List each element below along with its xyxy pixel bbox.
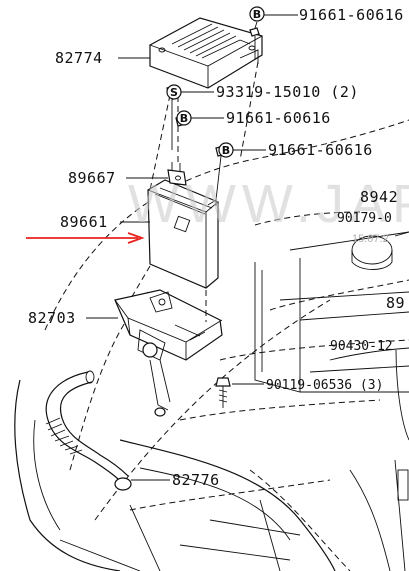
callout-s-letter: S <box>170 86 178 99</box>
label-90179: 90179-0 <box>337 211 392 226</box>
label-82776: 82776 <box>172 471 220 489</box>
leader-lines <box>86 14 298 481</box>
label-82774: 82774 <box>55 49 103 67</box>
callout-b-2-letter: B <box>180 112 188 125</box>
callout-b-2: B <box>176 110 192 126</box>
label-91661-mid: 91661-60616 <box>226 109 331 127</box>
callout-b-1-letter: B <box>253 8 261 21</box>
callout-b-3-letter: B <box>222 144 230 157</box>
label-89667: 89667 <box>68 169 116 187</box>
vehicle-body-outline <box>14 119 409 571</box>
label-89661: 89661 <box>60 213 108 231</box>
timestamp-text: 15.07.2 <box>352 233 389 245</box>
label-8942: 8942 <box>360 188 398 206</box>
label-91661-low: 91661-60616 <box>268 141 373 159</box>
callout-s: S <box>166 84 182 100</box>
label-90430: 90430-12 <box>330 339 393 354</box>
hose-corrugation <box>45 417 83 455</box>
label-91661-top: 91661-60616 <box>299 6 404 24</box>
ecu-cover-82774 <box>149 17 263 89</box>
ecu-89661 <box>147 179 219 289</box>
callout-b-1: B <box>249 6 265 22</box>
callout-b-3: B <box>218 142 234 158</box>
label-90119: 90119-06536 (3) <box>266 378 383 393</box>
label-93319: 93319-15010 (2) <box>216 83 359 101</box>
bracket-82703 <box>114 289 223 417</box>
red-pointer-arrow <box>26 232 145 244</box>
label-89-right: 89 <box>386 294 405 312</box>
bolt-90119 <box>215 377 231 408</box>
label-82703: 82703 <box>28 309 76 327</box>
clip-89667 <box>167 162 187 186</box>
watermark-text: WWW.JAPA <box>128 174 409 234</box>
intake-hose <box>45 370 132 491</box>
